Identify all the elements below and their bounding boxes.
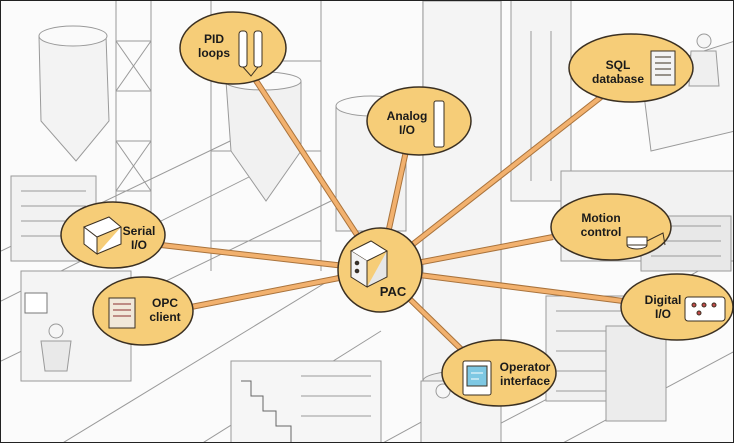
analog-module-icon [433, 100, 445, 148]
monitor-icon [108, 297, 136, 329]
connector-sql [378, 95, 603, 272]
node-opc [92, 276, 194, 346]
node-pid [179, 11, 287, 85]
node-operator [441, 339, 557, 407]
digital-module-icon [684, 296, 726, 322]
touchscreen-icon [462, 360, 492, 396]
pid-valve-icon [238, 30, 263, 77]
node-motion [550, 193, 672, 261]
node-serial [60, 201, 166, 269]
node-analog [366, 86, 472, 156]
database-server-icon [650, 50, 676, 86]
pac-controller-icon [349, 240, 389, 288]
motion-drive-icon [626, 232, 666, 250]
node-digital [620, 273, 733, 341]
serial-device-icon [82, 216, 122, 256]
